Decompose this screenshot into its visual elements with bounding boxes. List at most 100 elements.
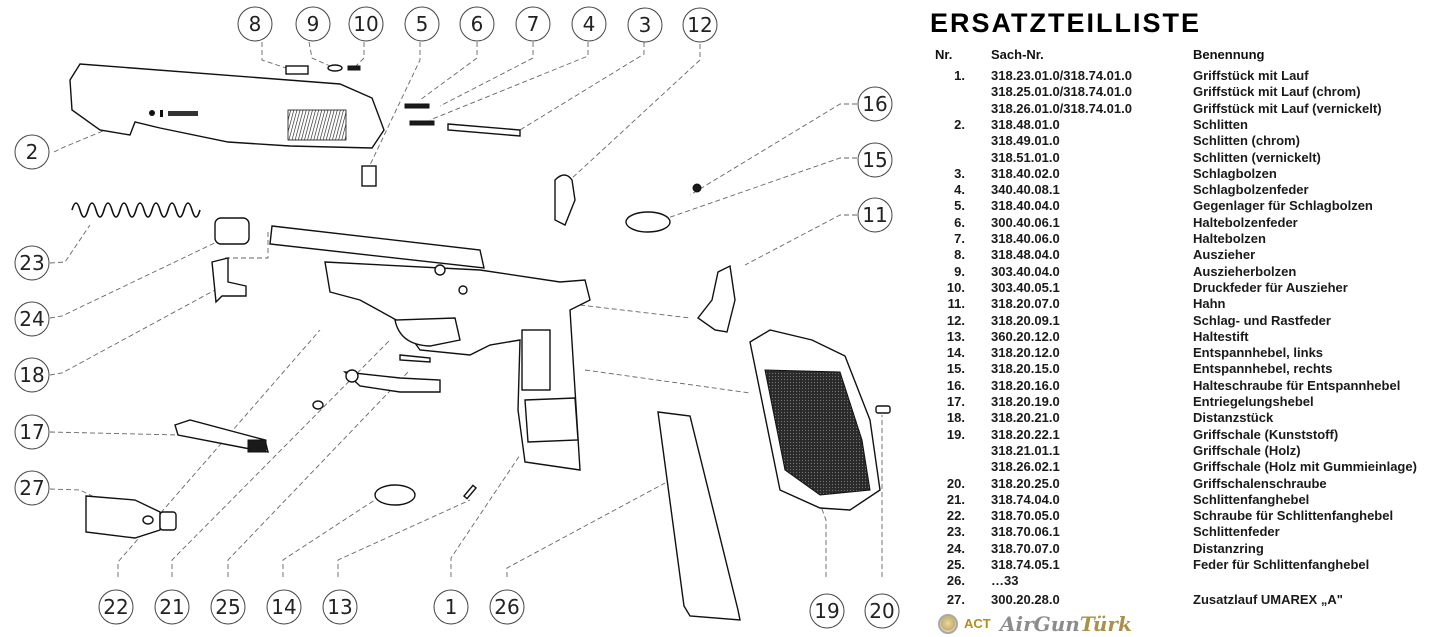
cell-sach-nr: 318.20.16.0 <box>991 377 1060 393</box>
part-extractor-group <box>285 64 521 187</box>
cell-benennung: Hahn <box>1193 296 1226 312</box>
svg-text:10: 10 <box>353 12 378 36</box>
table-row: 6. 300.40.06.1 Haltebolzenfeder <box>925 215 1439 231</box>
callout-11: 11 <box>857 197 893 233</box>
slide-logo-marking <box>149 110 198 117</box>
cell-benennung: Haltebolzen <box>1193 231 1266 246</box>
callout-1: 1 <box>433 589 469 625</box>
cell-sach-nr: 318.26.02.1 <box>991 459 1060 475</box>
callout-20: 20 <box>864 593 900 629</box>
cell-nr: 5. <box>954 198 965 214</box>
cell-benennung: Schraube für Schlittenfanghebel <box>1193 508 1394 524</box>
table-row: 15. 318.20.15.0 Entspannhebel, rechts <box>925 361 1439 377</box>
svg-text:13: 13 <box>327 595 352 619</box>
callout-3: 3 <box>627 7 663 43</box>
callout-27: 27 <box>14 470 50 506</box>
cell-sach-nr: 318.40.06.0 <box>991 231 1060 246</box>
cell-nr: 15. <box>946 361 965 377</box>
cell-nr: 26. <box>946 573 965 589</box>
cell-sach-nr: 318.20.15.0 <box>991 361 1060 377</box>
cell-benennung: Schlitten <box>1193 116 1248 132</box>
callout-18: 18 <box>14 357 50 393</box>
cell-nr: 20. <box>946 475 965 491</box>
svg-text:21: 21 <box>159 595 184 619</box>
part-decocker-screw <box>692 183 702 193</box>
table-row: 318.51.01.0 Schlitten (vernickelt) <box>925 150 1439 166</box>
callout-19: 19 <box>809 593 845 629</box>
cell-benennung: Griffschale (Holz) <box>1193 442 1301 458</box>
svg-text:2: 2 <box>26 140 39 164</box>
cell-sach-nr: 318.70.05.0 <box>991 508 1060 524</box>
cell-sach-nr: 318.51.01.0 <box>991 149 1060 165</box>
cell-sach-nr: 318.20.22.1 <box>991 426 1060 442</box>
callout-5: 5 <box>404 6 440 42</box>
part-spacer <box>211 257 247 304</box>
cell-nr: 6. <box>954 214 965 230</box>
cell-sach-nr: 318.70.07.0 <box>991 540 1060 556</box>
part-grip-screw <box>875 405 891 414</box>
cell-benennung: Entriegelungshebel <box>1193 394 1314 409</box>
cell-sach-nr: 318.23.01.0/318.74.01.0 <box>991 68 1132 83</box>
part-pin <box>462 484 478 500</box>
svg-text:11: 11 <box>862 203 887 227</box>
svg-text:8: 8 <box>249 12 262 36</box>
cell-sach-nr: 318.49.01.0 <box>991 133 1060 149</box>
cell-benennung: Distanzring <box>1193 540 1264 556</box>
part-release-lever-grip <box>247 439 267 453</box>
header-sach-nr: Sach-Nr. <box>991 47 1044 62</box>
cell-benennung: Entspannhebel, links <box>1193 345 1324 361</box>
callout-14: 14 <box>266 589 302 625</box>
cell-sach-nr: 300.40.06.1 <box>991 214 1060 230</box>
cell-benennung: Entspannhebel, rechts <box>1193 361 1333 377</box>
cell-sach-nr: 318.20.19.0 <box>991 394 1060 409</box>
cell-benennung: Griffschalenschraube <box>1193 475 1327 491</box>
cell-benennung: Griffschale (Holz mit Gummieinlage) <box>1193 459 1417 475</box>
cell-benennung: Schlitten (vernickelt) <box>1193 149 1321 165</box>
cell-sach-nr: 318.74.05.1 <box>991 557 1060 572</box>
cell-nr: 19. <box>946 426 965 442</box>
cell-benennung: Zusatzlauf UMAREX „A" <box>1193 591 1343 607</box>
cell-nr: 21. <box>946 491 965 507</box>
callout-4: 4 <box>571 6 607 42</box>
cell-sach-nr: 303.40.05.1 <box>991 279 1060 295</box>
exploded-view-svg: 8 9 10 5 6 7 4 3 12 16 15 11 2 23 24 18 … <box>14 6 900 629</box>
cell-sach-nr: 318.26.01.0/318.74.01.0 <box>991 100 1132 116</box>
cell-sach-nr: 318.40.04.0 <box>991 198 1060 214</box>
table-row: 24. 318.70.07.0 Distanzring <box>925 541 1439 557</box>
callout-8: 8 <box>237 6 273 42</box>
svg-text:16: 16 <box>862 92 887 116</box>
callout-26: 26 <box>489 589 525 625</box>
cell-benennung: Haltebolzenfeder <box>1193 214 1298 230</box>
cell-sach-nr: 300.20.28.0 <box>991 591 1060 607</box>
cell-nr: 24. <box>946 540 965 556</box>
part-extra-barrel <box>85 495 177 539</box>
part-hammer <box>696 264 736 333</box>
cell-nr: 25. <box>946 557 965 572</box>
cell-nr: 4. <box>954 182 965 198</box>
header-benennung: Benennung <box>1193 47 1265 62</box>
svg-text:14: 14 <box>271 595 296 619</box>
callout-2: 2 <box>14 134 50 170</box>
cell-benennung: Gegenlager für Schlagbolzen <box>1193 198 1373 214</box>
callout-24: 24 <box>14 301 50 337</box>
cell-nr: 8. <box>954 247 965 263</box>
cell-sach-nr: 318.74.04.0 <box>991 491 1060 507</box>
svg-text:15: 15 <box>862 148 887 172</box>
parts-list: ERSATZTEILLISTE Nr. Sach-Nr. Benennung 1… <box>925 0 1439 637</box>
cell-nr: 10. <box>946 279 965 295</box>
cell-nr: 3. <box>954 165 965 181</box>
part-slide-stop <box>312 354 441 410</box>
callout-12: 12 <box>682 7 718 43</box>
